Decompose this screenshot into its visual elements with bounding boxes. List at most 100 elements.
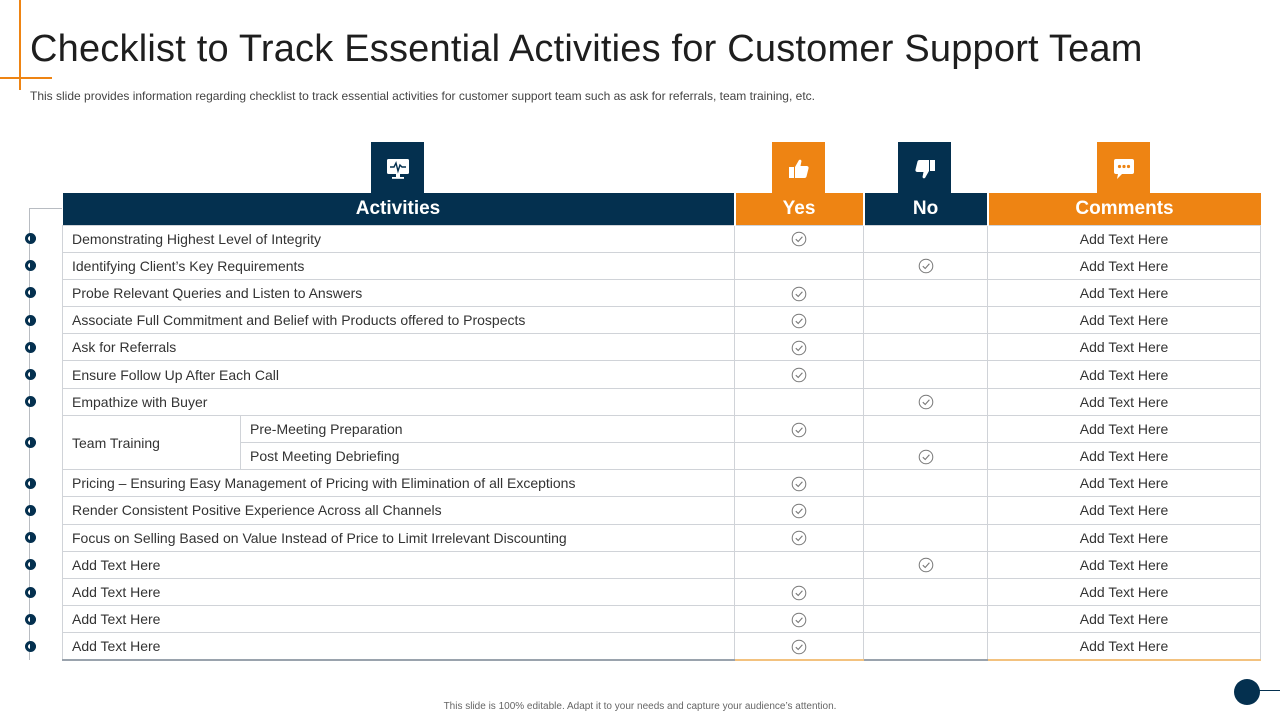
yes-cell [734, 632, 865, 662]
yes-cell [734, 577, 865, 607]
check-circle-icon [791, 340, 807, 356]
header-activities: Activities [62, 193, 736, 225]
row-bullet [25, 532, 36, 544]
row-bullet [25, 260, 36, 272]
yes-cell [734, 251, 865, 280]
thumbs-down-icon [914, 159, 935, 178]
activity-cell: Add Text Here [61, 605, 736, 634]
check-circle-icon [918, 558, 933, 573]
check-circle-icon [791, 639, 807, 655]
no-cell [863, 632, 989, 662]
comment-cell: Add Text Here [987, 251, 1262, 280]
no-cell [863, 496, 989, 525]
row-bullet [25, 314, 36, 326]
activity-cell: Associate Full Commitment and Belief wit… [61, 306, 736, 335]
yes-cell [734, 306, 865, 335]
check-circle-icon [791, 476, 807, 492]
row-bullet [25, 586, 36, 598]
check-circle-icon [791, 422, 807, 437]
footer-note: This slide is 100% editable. Adapt it to… [443, 701, 837, 712]
activity-cell: Identifying Client’s Key Requirements [61, 251, 736, 280]
yes-cell [734, 414, 865, 444]
check-circle-icon [791, 503, 807, 519]
activity-cell: Ask for Referrals [61, 333, 736, 362]
thumbs-up-icon [788, 159, 809, 178]
table-row: Post Meeting Debriefing Add Text Here [63, 441, 1262, 471]
no-cell [863, 387, 989, 416]
no-cell [863, 441, 989, 471]
yes-cell [734, 360, 865, 389]
activity-cell: Focus on Selling Based on Value Instead … [61, 523, 736, 552]
no-cell [863, 577, 989, 607]
activity-cell: Probe Relevant Queries and Listen to Ans… [61, 278, 736, 308]
corner-circle-decoration [1234, 679, 1260, 705]
table-row: Ask for Referrals Add Text Here [61, 333, 1262, 362]
yes-cell [734, 550, 865, 579]
comment-cell: Add Text Here [987, 224, 1262, 253]
yes-cell [734, 224, 865, 253]
comment-cell: Add Text Here [987, 441, 1262, 471]
check-circle-icon [791, 612, 807, 628]
yes-icon-box [772, 142, 825, 195]
activities-icon-box [371, 142, 424, 195]
check-circle-icon [918, 395, 933, 410]
comments-icon-box [1097, 142, 1150, 195]
comment-cell: Add Text Here [987, 496, 1262, 525]
no-cell [863, 333, 989, 362]
comment-cell: Add Text Here [987, 360, 1262, 389]
comment-cell: Add Text Here [987, 577, 1262, 607]
comment-cell: Add Text Here [987, 469, 1262, 498]
activity-cell: Pricing – Ensuring Easy Management of Pr… [61, 469, 736, 498]
row-bullet [25, 396, 36, 408]
accent-horizontal-line [0, 77, 52, 79]
page-subtitle: This slide provides information regardin… [30, 89, 815, 103]
header-comments: Comments [987, 193, 1261, 225]
comment-cell: Add Text Here [987, 333, 1262, 362]
row-bullet [25, 559, 36, 571]
check-circle-icon [791, 231, 807, 247]
page-title: Checklist to Track Essential Activities … [30, 28, 1143, 70]
no-cell [863, 523, 989, 552]
comment-cell: Add Text Here [987, 632, 1262, 662]
yes-cell [734, 523, 865, 552]
yes-cell [734, 278, 865, 308]
no-cell [863, 469, 989, 498]
table-row: Focus on Selling Based on Value Instead … [61, 523, 1262, 552]
monitor-pulse-icon [386, 158, 409, 179]
no-cell [863, 414, 989, 444]
row-bullet [25, 369, 36, 381]
row-bullet [25, 233, 36, 245]
no-cell [863, 251, 989, 280]
activity-cell: Demonstrating Highest Level of Integrity [61, 224, 736, 253]
table-row: Demonstrating Highest Level of Integrity… [61, 224, 1262, 253]
comment-cell: Add Text Here [987, 414, 1262, 444]
activity-cell: Add Text Here [61, 577, 736, 607]
table-row: Identifying Client’s Key Requirements Add… [61, 251, 1262, 280]
activity-cell: Render Consistent Positive Experience Ac… [61, 496, 736, 525]
no-cell [863, 360, 989, 389]
table-header-row: Activities Yes No Comments [62, 193, 1261, 225]
yes-cell [734, 496, 865, 525]
header-no: No [863, 193, 989, 225]
row-bullet [25, 640, 36, 652]
check-circle-icon [918, 259, 933, 274]
yes-cell [734, 333, 865, 362]
row-bullet [25, 287, 36, 299]
chat-bubble-icon [1113, 158, 1134, 179]
row-bullet [25, 437, 36, 448]
table-row: Associate Full Commitment and Belief wit… [61, 306, 1262, 335]
comment-cell: Add Text Here [987, 387, 1262, 416]
table-row: Empathize with Buyer Add Text Here [61, 387, 1262, 416]
check-circle-icon [918, 449, 933, 465]
table-row: Pricing – Ensuring Easy Management of Pr… [61, 469, 1262, 498]
yes-cell [734, 605, 865, 634]
activity-cell: Empathize with Buyer [61, 387, 736, 416]
row-bullet [25, 504, 36, 516]
check-circle-icon [791, 313, 807, 329]
left-rail-top [29, 208, 62, 209]
sub-activity-cell: Post Meeting Debriefing [239, 441, 736, 471]
